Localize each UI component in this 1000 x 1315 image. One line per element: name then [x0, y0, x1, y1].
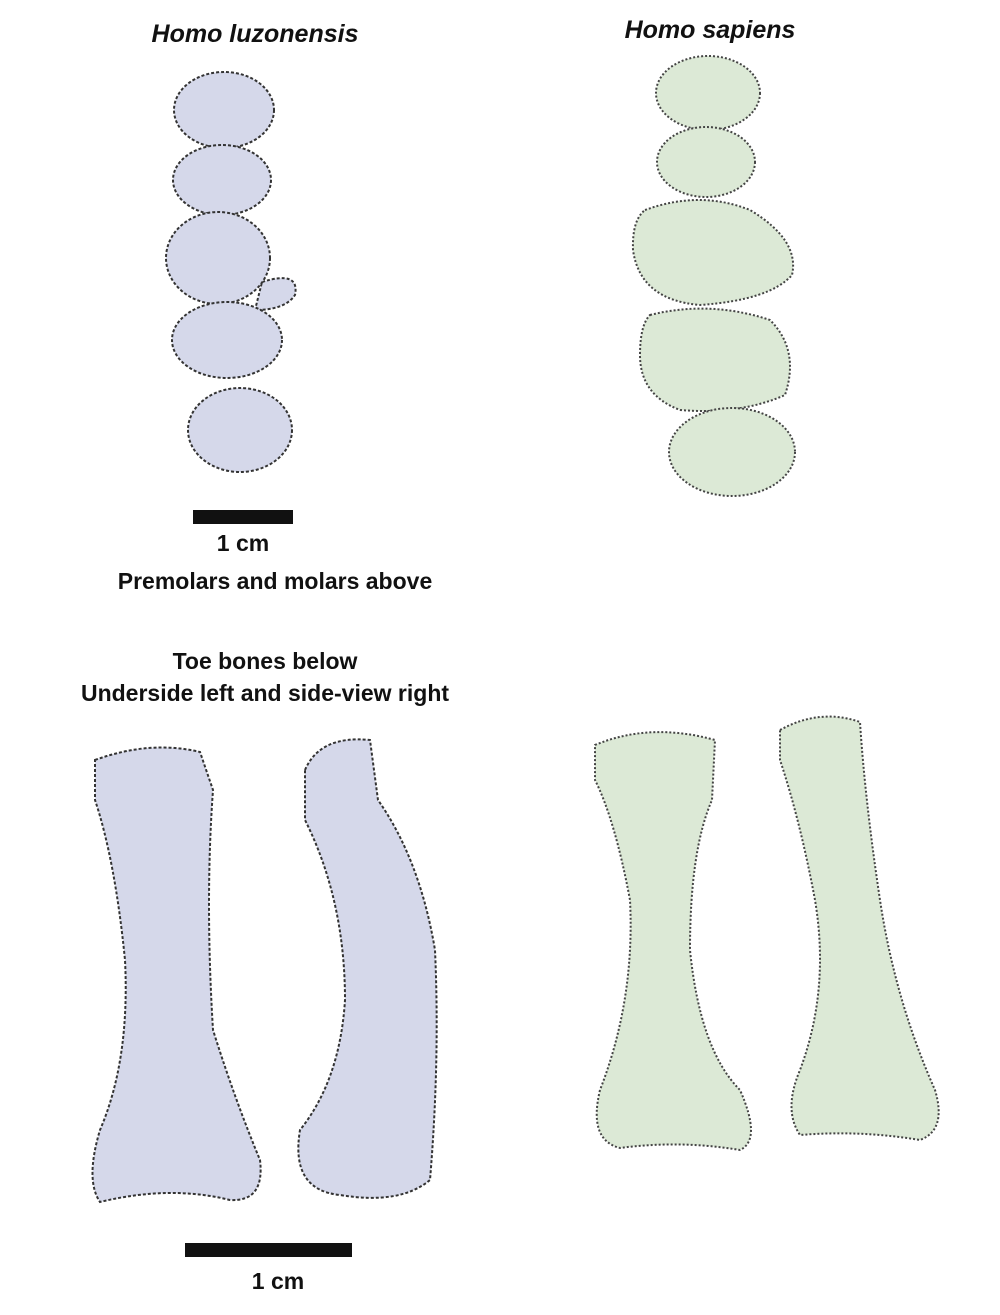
tooth [165, 211, 271, 305]
tooth [638, 307, 791, 412]
toe-bone-underside [91, 746, 262, 1204]
toe-caption-line1: Toe bones below [172, 648, 358, 674]
tooth [187, 387, 293, 473]
teeth-scale-bar [193, 510, 293, 524]
toe-caption-line2: Underside left and side-view right [80, 680, 450, 706]
tooth [656, 126, 756, 198]
teeth-caption: Premolars and molars above [117, 568, 433, 594]
tooth [172, 144, 272, 216]
toe-bone-side [779, 715, 940, 1142]
toe-scale-label: 1 cm [251, 1268, 305, 1294]
luzonensis-toe-bones [91, 738, 438, 1204]
toe-bone-side [297, 738, 438, 1199]
tooth [655, 55, 761, 131]
tooth [631, 199, 795, 307]
title-homo-luzonensis: Homo luzonensis [151, 20, 359, 48]
tooth [171, 301, 283, 379]
teeth-scale-label: 1 cm [216, 530, 270, 556]
tooth [173, 71, 275, 149]
toe-scale-bar [185, 1243, 352, 1257]
luzonensis-teeth [165, 71, 297, 473]
toe-bone-underside [594, 731, 752, 1152]
sapiens-teeth [631, 55, 796, 497]
title-homo-sapiens: Homo sapiens [624, 16, 796, 44]
sapiens-toe-bones [594, 715, 940, 1152]
tooth-fragment [253, 277, 297, 312]
tooth [668, 407, 796, 497]
